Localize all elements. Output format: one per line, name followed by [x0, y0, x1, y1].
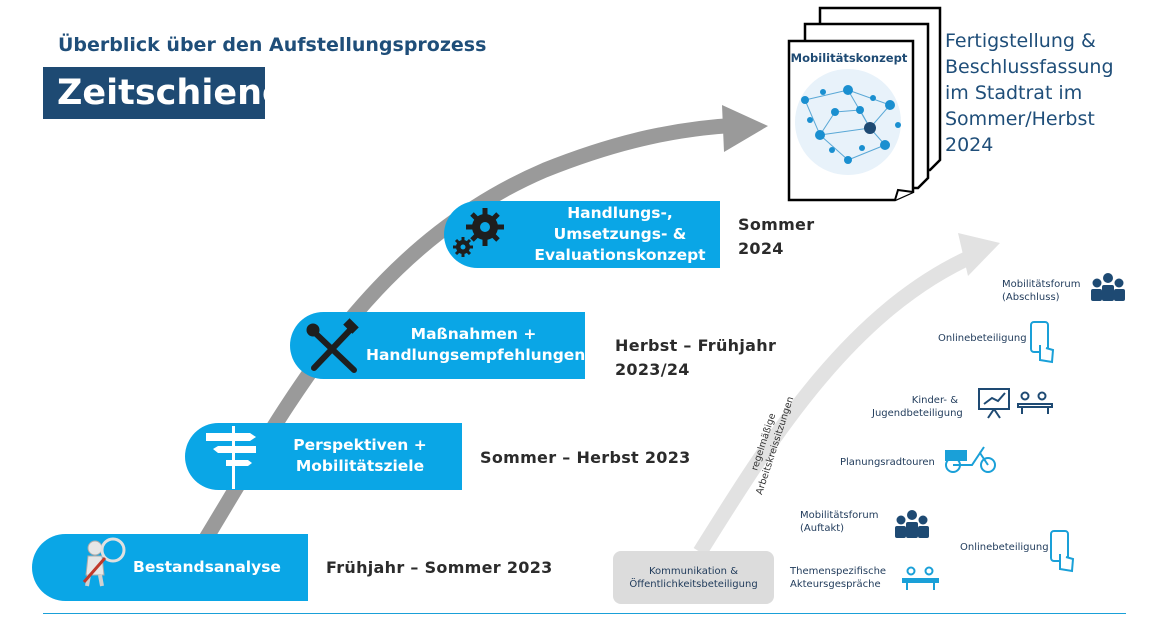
meeting-icon — [902, 566, 939, 590]
document-stack — [787, 6, 942, 202]
tools-icon — [306, 318, 359, 373]
participation-arrow-head — [958, 233, 1000, 276]
participation-label: Mobilitätsforum (Abschluss) — [1002, 279, 1081, 303]
participation-label: Themenspezifische Akteursgespräche — [790, 566, 887, 590]
smartphone-icon — [1030, 321, 1055, 364]
signpost-icon — [206, 426, 256, 489]
title-box — [43, 67, 265, 119]
magnifier-figure-icon — [82, 537, 126, 587]
gears-icon — [453, 208, 504, 257]
communication-box — [613, 551, 774, 604]
stage-label: Maßnahmen + Handlungsempfehlungen — [366, 325, 586, 364]
group-icon — [1091, 273, 1125, 301]
participation-label: Mobilitätsforum (Auftakt) — [800, 510, 879, 534]
document-title: Mobilitätskonzept — [791, 51, 908, 65]
participation-label: Kinder- & Jugendbeteiligung — [872, 395, 963, 419]
stage-time: Frühjahr – Sommer 2023 — [326, 558, 553, 577]
participation-label: Planungsradtouren — [840, 457, 935, 468]
page-title: Zeitschiene — [57, 73, 286, 113]
stage-time: Sommer – Herbst 2023 — [480, 448, 691, 467]
participation-label: Onlinebeteiligung — [960, 542, 1049, 553]
stage-bestandsanalyse: Bestandsanalyse — [32, 534, 308, 601]
stage-label: Perspektiven + Mobilitätsziele — [293, 436, 427, 475]
final-decision-text: Fertigstellung & Beschlussfassung im Sta… — [945, 30, 1114, 156]
smartphone-icon — [1050, 530, 1075, 573]
presentation-icon — [978, 388, 1053, 419]
bottom-divider — [43, 613, 1126, 614]
page-subtitle: Überblick über den Aufstellungsprozess — [58, 34, 487, 56]
group-icon — [895, 510, 929, 538]
communication-label: Kommunikation & Öffentlichkeitsbeteiligu… — [629, 566, 758, 590]
stage-time: Herbst – Frühjahr 2023/24 — [615, 336, 777, 379]
stage-time: Sommer 2024 — [738, 215, 815, 258]
participation-label: Onlinebeteiligung — [938, 333, 1027, 344]
stage-label: Bestandsanalyse — [133, 558, 281, 576]
cargo-bike-icon — [945, 446, 996, 473]
participation-arrow — [693, 248, 979, 556]
stage-label: Handlungs-, Umsetzungs- & Evaluationskon… — [534, 204, 706, 264]
main-arrow-head — [722, 105, 768, 152]
